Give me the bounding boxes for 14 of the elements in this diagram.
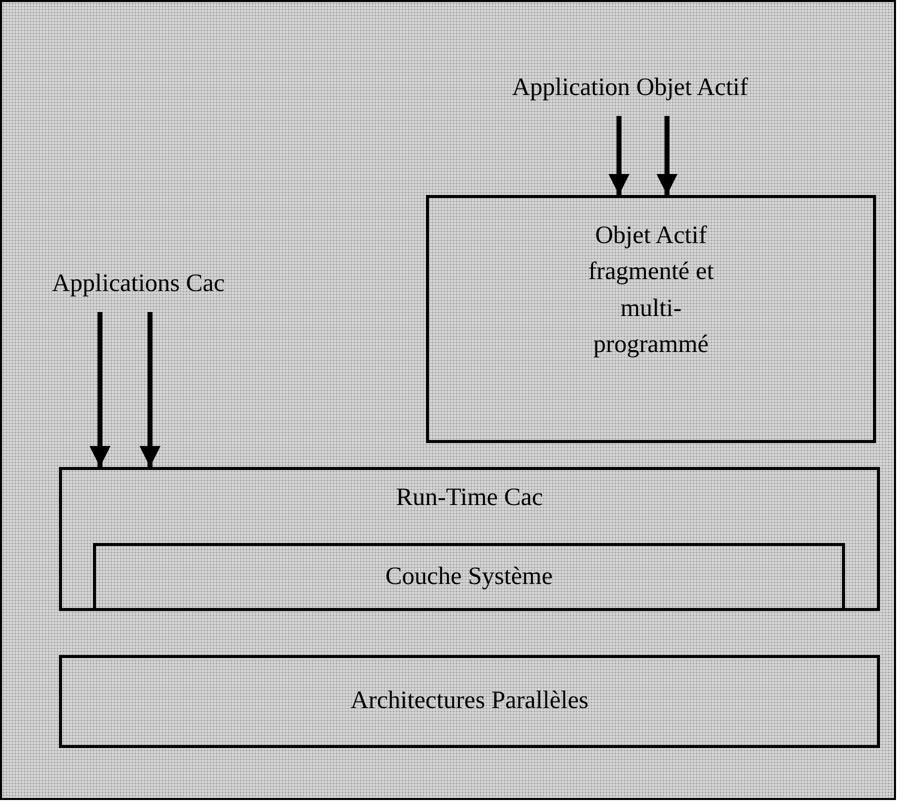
component-box: [426, 195, 876, 443]
layer-box: [59, 467, 880, 611]
arrow: [656, 116, 678, 195]
arrow: [90, 312, 110, 467]
arrow: [140, 312, 160, 467]
heading-text: Application Objet Actif: [512, 74, 854, 114]
arrow: [608, 116, 630, 195]
layer-box: [59, 655, 880, 748]
box-label: Architectures Parallèles: [349, 686, 590, 716]
layer-box: [93, 543, 845, 611]
box-label: Objet Actif fragmenté et multi-programmé: [587, 221, 715, 360]
box-label: Couche Système: [384, 562, 554, 592]
box-label: Run-Time Cac: [395, 483, 544, 513]
heading-text: Applications Cac: [52, 270, 292, 310]
